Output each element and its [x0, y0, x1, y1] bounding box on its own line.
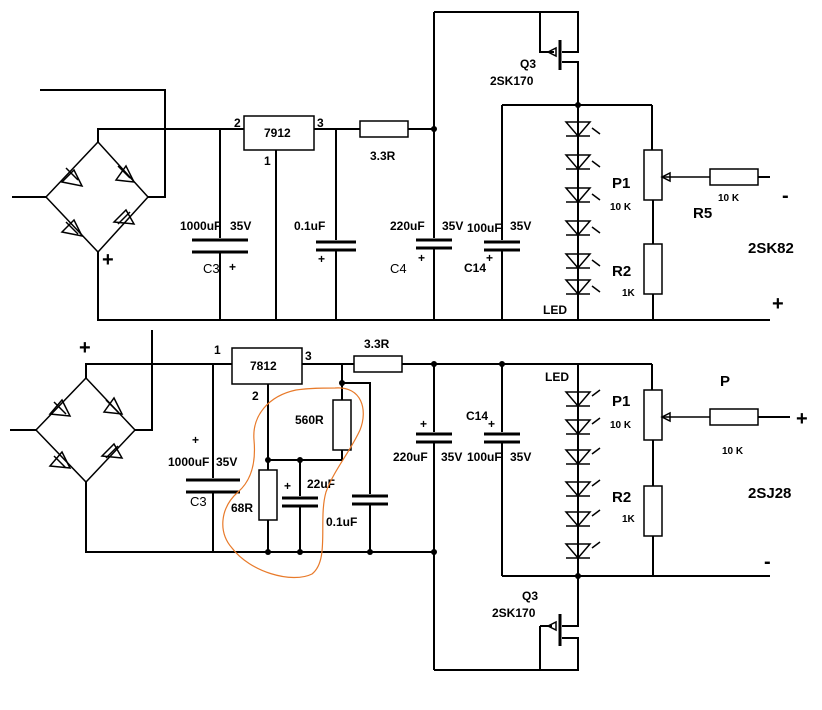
top-c3-name: C3: [203, 261, 220, 276]
bottom-r68: [258, 469, 278, 521]
bottom-p-label: P: [720, 373, 730, 390]
top-series-resistor-label: 3.3R: [370, 149, 396, 163]
top-led-chain: [564, 105, 601, 320]
bottom-r2-value: 1K: [622, 514, 636, 525]
top-r2: [643, 243, 663, 295]
top-c01-plus: +: [318, 252, 325, 266]
bottom-reg-pin-in: 1: [214, 343, 221, 357]
bottom-r-series-pot: [709, 408, 759, 426]
bottom-c14-voltage: 35V: [510, 450, 531, 464]
bottom-c220-value: 220uF: [393, 450, 428, 464]
bottom-bridge-plus: +: [79, 337, 91, 359]
bottom-q3-type: 2SK170: [492, 606, 536, 620]
bottom-p1-value: 10 K: [610, 420, 632, 431]
top-c14-name: C14: [464, 261, 486, 275]
top-r5-value: 10 K: [718, 193, 740, 204]
bottom-p1: [643, 389, 663, 441]
top-jfet-q3: [434, 11, 579, 105]
highlight-outline: [222, 387, 364, 579]
bottom-reg-pin-out: 3: [305, 349, 312, 363]
top-series-resistor: [359, 120, 409, 138]
bottom-c3-voltage: 35V: [216, 455, 237, 469]
bottom-q3-name: Q3: [522, 589, 538, 603]
bottom-series-resistor: [353, 355, 403, 373]
bottom-reg-pin-adj: 2: [252, 389, 259, 403]
bottom-input-capacitor: [186, 364, 240, 552]
top-regulator: [243, 115, 315, 151]
bottom-c3-name: C3: [190, 494, 207, 509]
top-c14-voltage: 35V: [510, 219, 531, 233]
top-c4-name: C4: [390, 261, 407, 276]
bottom-c3-plus: +: [192, 433, 199, 447]
bottom-c14-value: 100uF: [467, 450, 502, 464]
top-input-capacitor: [192, 129, 248, 320]
top-plus-out: +: [772, 293, 784, 315]
top-r2-name: R2: [612, 263, 631, 280]
top-reg-pin-gnd: 1: [264, 154, 271, 168]
top-r2-value: 1K: [622, 288, 636, 299]
bottom-c220-voltage: 35V: [441, 450, 462, 464]
top-regulator-label: 7912: [264, 126, 291, 140]
top-r5-name: R5: [693, 205, 712, 222]
bottom-c22-plus: +: [284, 479, 291, 493]
bottom-r2: [643, 485, 663, 537]
bottom-c220-plus: +: [420, 417, 427, 431]
bottom-c22: [282, 460, 318, 552]
top-p1: [643, 149, 663, 201]
bottom-c3-value: 1000uF: [168, 455, 209, 469]
top-c4-value: 220uF: [390, 219, 425, 233]
bottom-led-label: LED: [545, 370, 569, 384]
bottom-r68-label: 68R: [231, 501, 253, 515]
top-c14-value: 100uF: [467, 221, 502, 235]
bottom-bridge-rectifier: [10, 376, 137, 484]
top-c3-voltage: 35V: [230, 219, 251, 233]
bottom-p1-name: P1: [612, 393, 630, 410]
top-c01-value: 0.1uF: [294, 219, 325, 233]
top-circuit: + 1000uF 35V C3 + 7912 2 3 1 0.1uF: [12, 11, 794, 321]
bottom-c14-name: C14: [466, 409, 488, 423]
bottom-c220: [416, 364, 452, 670]
bottom-r-value: 10 K: [722, 446, 744, 457]
top-c3-value: 1000uF: [180, 219, 221, 233]
bottom-r560-label: 560R: [295, 413, 324, 427]
top-output-capacitor: [316, 129, 356, 320]
top-c4-voltage: 35V: [442, 219, 463, 233]
top-p1-name: P1: [612, 175, 630, 192]
top-bridge-rectifier: [12, 140, 150, 254]
top-q3-name: Q3: [520, 57, 536, 71]
bottom-c01: [352, 494, 388, 552]
top-c14-plus: +: [486, 251, 493, 265]
top-bridge-plus: +: [102, 249, 114, 271]
top-reg-pin-in: 2: [234, 116, 241, 130]
bottom-r560: [332, 399, 352, 451]
bottom-jfet-q3: [434, 612, 579, 671]
top-fet-label: 2SK82: [748, 240, 794, 257]
top-c4-plus: +: [418, 251, 425, 265]
top-reg-pin-out: 3: [317, 116, 324, 130]
bottom-fet-label: 2SJ28: [748, 485, 791, 502]
bottom-c01-label: 0.1uF: [326, 515, 357, 529]
bottom-regulator-label: 7812: [250, 359, 277, 373]
top-r5: [709, 168, 759, 186]
top-led-label: LED: [543, 303, 567, 317]
bottom-r2-name: R2: [612, 489, 631, 506]
top-minus: -: [782, 185, 789, 207]
top-q3-type: 2SK170: [490, 74, 534, 88]
top-p1-value: 10 K: [610, 202, 632, 213]
top-c3-plus: +: [229, 260, 236, 274]
bottom-plus-out: +: [796, 408, 808, 430]
bottom-led-chain: [564, 364, 601, 612]
bottom-minus: -: [764, 551, 771, 573]
bottom-c14: [484, 364, 520, 576]
bottom-c22-label: 22uF: [307, 477, 335, 491]
bottom-c14-plus: +: [488, 417, 495, 431]
bottom-series-resistor-label: 3.3R: [364, 337, 390, 351]
bottom-circuit: + + 1000uF 35V C3 7812 1 3 2 560R 68R: [10, 330, 808, 671]
top-c4: [416, 12, 452, 320]
